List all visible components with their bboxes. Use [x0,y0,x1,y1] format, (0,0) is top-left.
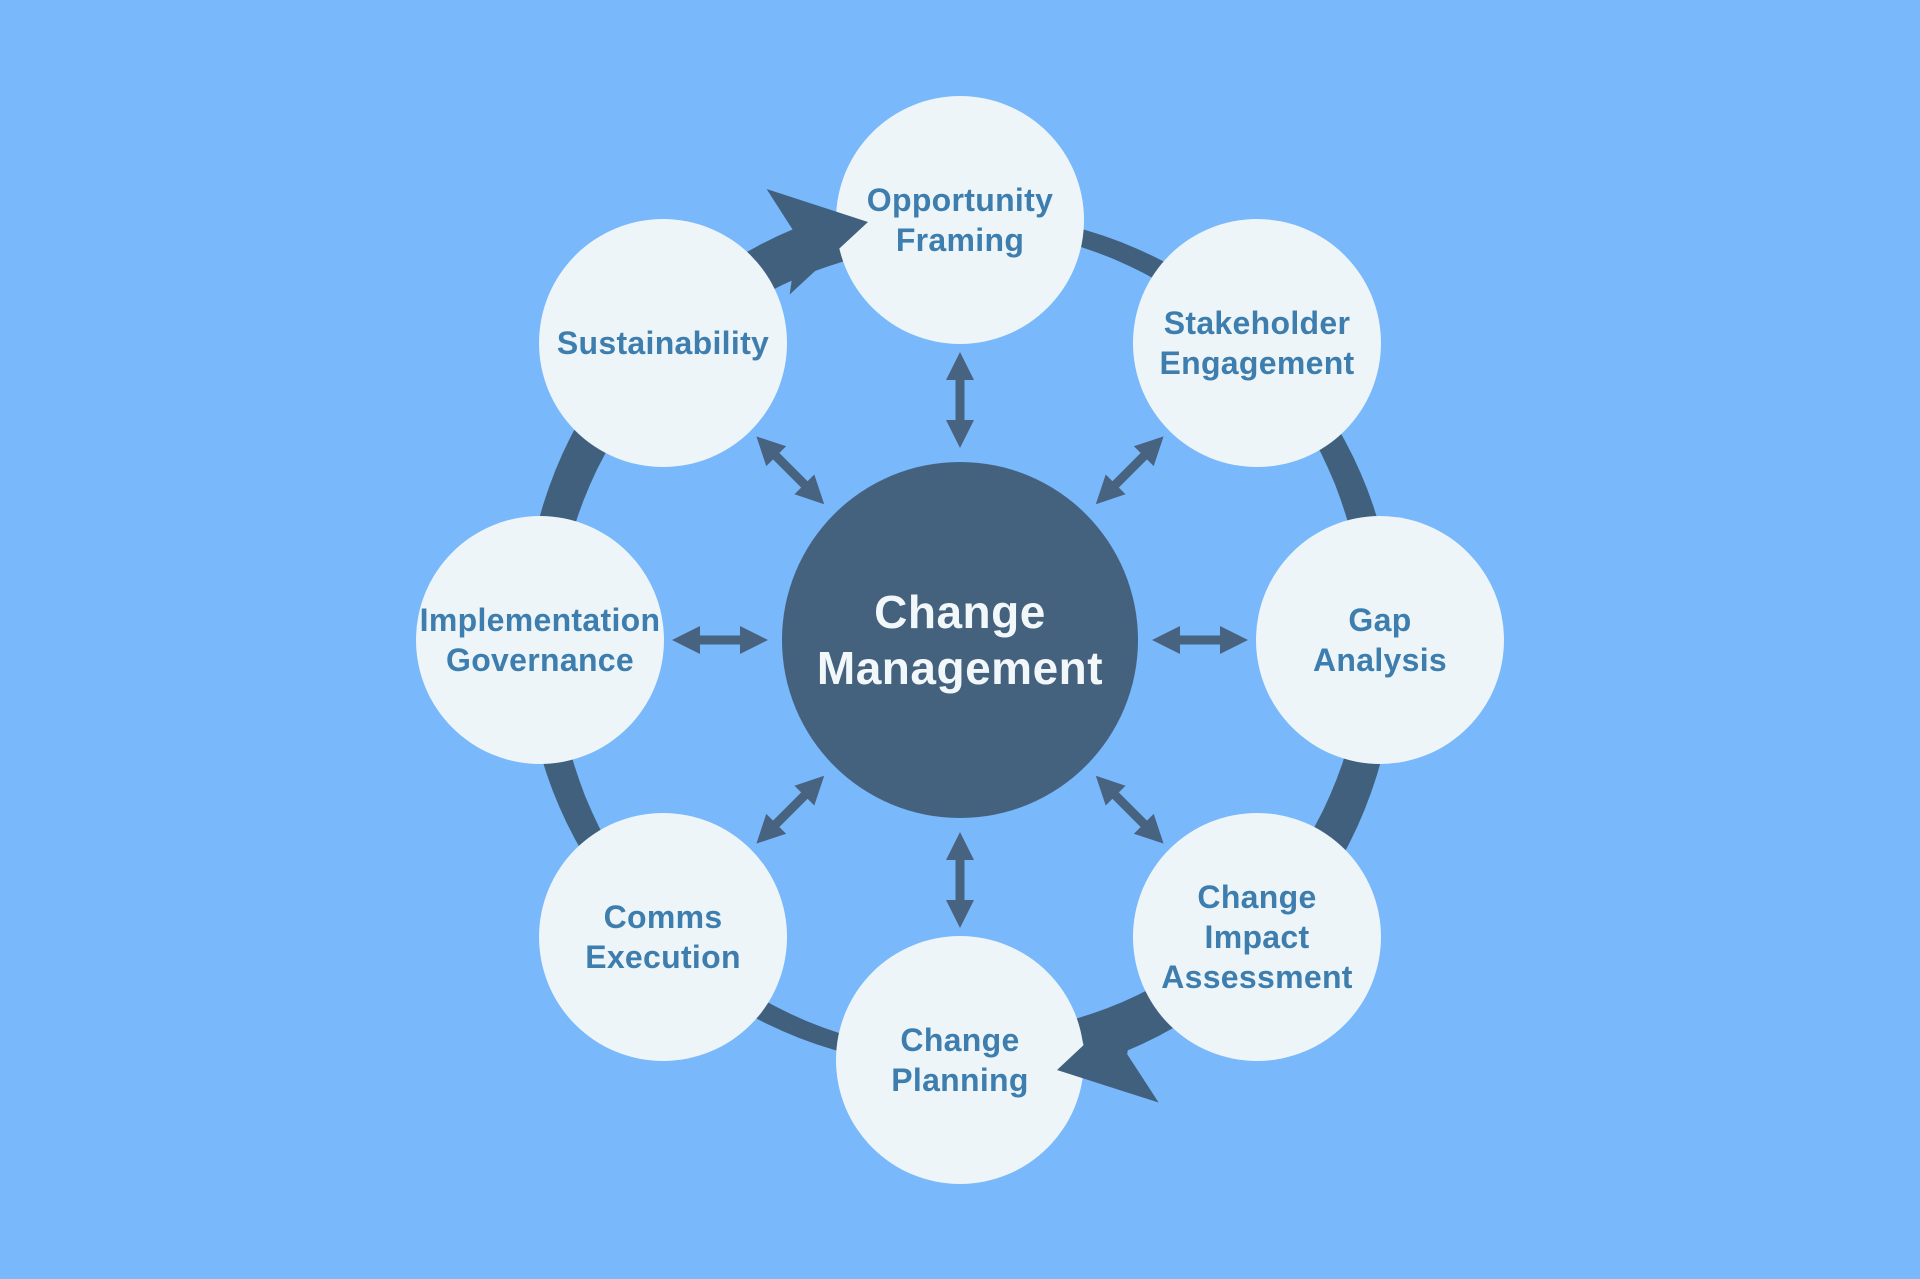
center-label-line: Change [874,586,1046,638]
connector-shaft [770,789,811,830]
node-label-line: Sustainability [557,325,769,361]
arrowhead-icon [1152,626,1180,654]
arrowhead-icon [794,775,825,806]
node-label-line: Framing [896,222,1024,258]
connector-shaft [770,450,811,491]
node-circle-comms-execution [539,812,788,1061]
node-circle-gap-analysis [1256,516,1504,764]
node-comms-execution [539,812,788,1061]
arrowhead-icon [946,900,974,928]
arrowhead-icon [946,420,974,448]
node-label-line: Analysis [1313,642,1447,678]
node-label-line: Engagement [1159,345,1354,381]
connector-implementation-governance [672,626,768,654]
center-label-line: Management [817,642,1103,694]
node-circle-change-planning [836,936,1084,1184]
node-circle-change-impact-assessment [1132,812,1381,1061]
node-label-line: Assessment [1161,959,1353,995]
arrowhead-icon [946,352,974,380]
connector-change-impact-assessment [1095,775,1164,844]
node-label-line: Gap [1348,602,1411,638]
node-implementation-governance [416,516,664,764]
node-stakeholder-engagement [1132,219,1381,468]
connector-change-planning [946,832,974,928]
node-gap-analysis [1256,516,1504,764]
connector-opportunity-framing [946,352,974,448]
arrowhead-icon [946,832,974,860]
node-label-line: Governance [446,642,634,678]
node-circle-opportunity-framing [836,96,1084,344]
arrowhead-icon [1095,474,1126,505]
arrowhead-icon [1220,626,1248,654]
arrowhead-icon [1133,436,1164,467]
connector-gap-analysis [1152,626,1248,654]
node-label-line: Comms [604,899,723,935]
node-circle-stakeholder-engagement [1132,219,1381,468]
connector-shaft [1109,450,1150,491]
node-label-line: Implementation [420,602,661,638]
node-change-planning [836,936,1084,1184]
node-label-line: Execution [585,939,741,975]
arrowhead-icon [756,436,787,467]
center-circle [782,462,1138,818]
node-label-line: Change [1197,879,1316,915]
arrowhead-icon [1133,813,1164,844]
arrowhead-icon [672,626,700,654]
connector-comms-execution [756,775,825,844]
cycle-arrowhead-bottom-icon [1057,997,1159,1103]
node-label-line: Change [900,1022,1019,1058]
node-sustainability [539,219,788,468]
arrowhead-icon [740,626,768,654]
arrowhead-icon [1095,775,1126,806]
node-change-impact-assessment [1132,812,1381,1061]
node-opportunity-framing [836,96,1084,344]
connector-sustainability [756,436,825,505]
connector-shaft [1109,789,1150,830]
node-label-line: Planning [891,1062,1029,1098]
connector-stakeholder-engagement [1095,436,1164,505]
node-label-line: Opportunity [867,182,1053,218]
node-label-sustainability: Sustainability [557,325,769,361]
node-circle-sustainability [539,219,788,468]
node-label-line: Stakeholder [1164,305,1350,341]
node-label-line: Impact [1205,919,1310,955]
arrowhead-icon [756,813,787,844]
cycle-arrowhead-top-icon [766,189,868,295]
arrowhead-icon [794,474,825,505]
node-circle-implementation-governance [416,516,664,764]
